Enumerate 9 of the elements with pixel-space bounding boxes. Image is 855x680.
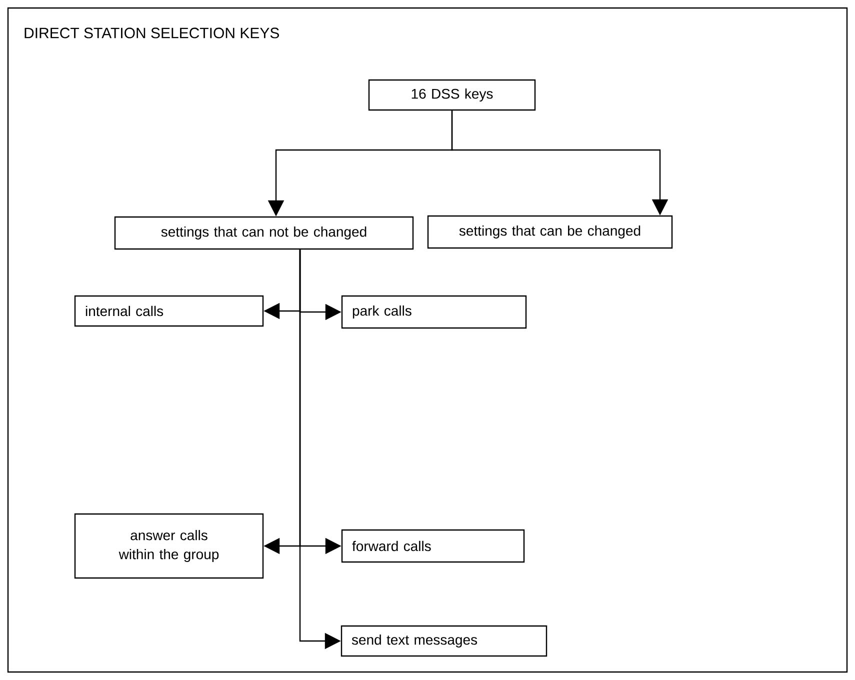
process-box: send text messages	[340, 625, 548, 657]
process-box: answer calls within the group	[74, 513, 264, 579]
process-box: 16 DSS keys	[368, 79, 536, 111]
title: DIRECT STATION SELECTION KEYS	[24, 28, 279, 38]
process-box: internal calls	[74, 295, 264, 327]
process-box: forward calls	[341, 529, 525, 563]
process-box: settings that can be changed	[427, 215, 673, 249]
process-box: park calls	[341, 295, 527, 329]
process-box: settings that can not be changed	[114, 216, 414, 250]
